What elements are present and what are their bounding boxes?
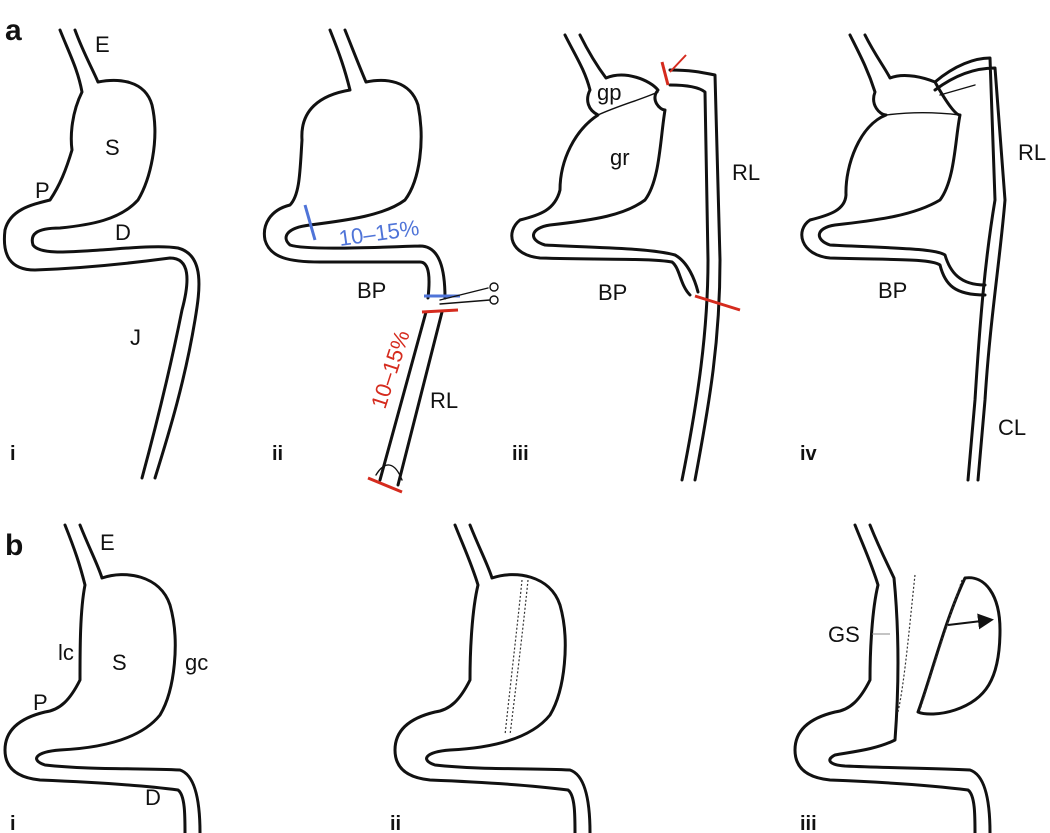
label-gr: gr	[610, 145, 630, 170]
label-RL-iv: RL	[1018, 140, 1046, 165]
red-cut-iii-top	[669, 54, 687, 73]
panel-a-i-anatomy	[2, 28, 201, 480]
panel-a-iv-numeral: iv	[800, 443, 818, 465]
label-J: J	[130, 325, 141, 350]
panel-b-i-anatomy	[3, 523, 202, 833]
label-E-b: E	[100, 530, 115, 555]
red-percent-label: 10–15%	[366, 327, 415, 412]
label-gp: gp	[597, 80, 621, 105]
panel-a-i-numeral: i	[10, 443, 16, 465]
panel-a-ii-numeral: ii	[272, 443, 283, 465]
label-CL: CL	[998, 415, 1026, 440]
blue-cut-line	[303, 204, 317, 241]
label-D: D	[115, 220, 131, 245]
label-S: S	[105, 135, 120, 160]
label-D-b: D	[145, 785, 161, 810]
red-cut-top	[421, 308, 459, 314]
panel-b-i-numeral: i	[10, 813, 16, 833]
label-P-b: P	[33, 690, 48, 715]
red-cut-iii-top-left	[660, 61, 670, 86]
label-S-b: S	[112, 650, 127, 675]
panel-a-iii-numeral: iii	[512, 443, 529, 465]
panel-b-iii-numeral: iii	[800, 813, 817, 833]
panel-a-iv-anatomy	[800, 33, 1007, 482]
label-P: P	[35, 178, 50, 203]
label-BP: BP	[357, 278, 386, 303]
scissors-icon	[439, 282, 499, 305]
panel-b-ii-anatomy	[393, 523, 592, 833]
label-gc: gc	[185, 650, 208, 675]
red-cut-bottom	[367, 476, 403, 494]
label-lc: lc	[58, 640, 74, 665]
red-cut-iii-bottom	[694, 294, 741, 312]
panel-b-iii-anatomy	[793, 523, 1002, 833]
label-BP-iv: BP	[878, 278, 907, 303]
label-GS: GS	[828, 622, 860, 647]
panel-b-letter: b	[5, 529, 23, 562]
label-E: E	[95, 32, 110, 57]
panel-a-letter: a	[5, 14, 22, 47]
panel-a-ii-anatomy	[262, 28, 447, 487]
panel-b-ii-numeral: ii	[390, 813, 401, 833]
label-RL-iii: RL	[732, 160, 760, 185]
panel-a-iii-anatomy	[510, 33, 722, 482]
label-RL: RL	[430, 388, 458, 413]
label-BP-iii: BP	[598, 280, 627, 305]
